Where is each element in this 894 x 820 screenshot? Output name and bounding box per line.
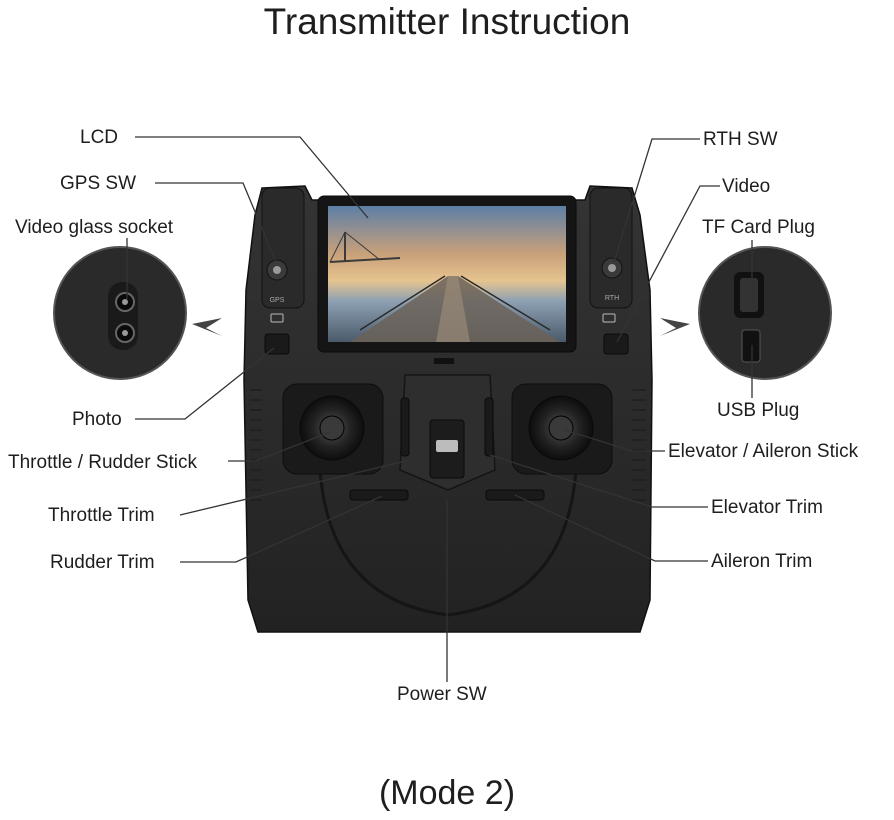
label-lcd: LCD [80, 127, 119, 148]
label-power-sw: Power SW [397, 684, 487, 705]
lcd-screen [317, 195, 577, 364]
label-tf-card-plug: TF Card Plug [702, 217, 815, 238]
page-title: Transmitter Instruction [263, 1, 631, 42]
arrow-left-icon [660, 318, 690, 336]
label-video: Video [722, 176, 771, 197]
label-throttle-trim: Throttle Trim [48, 505, 155, 526]
left-stick [282, 383, 384, 475]
tf-usb-inset [698, 246, 832, 380]
label-elevator-trim: Elevator Trim [711, 497, 823, 518]
rudder-trim [349, 489, 409, 501]
gps-switch [266, 259, 288, 281]
video-button [603, 333, 629, 355]
label-video-glass-socket: Video glass socket [15, 217, 174, 238]
label-photo: Photo [72, 409, 122, 430]
label-gps-sw: GPS SW [60, 173, 137, 194]
label-rudder-trim: Rudder Trim [50, 552, 155, 573]
gps-device-mark: GPS [270, 297, 285, 304]
elevator-trim [484, 397, 494, 457]
right-stick [511, 383, 613, 475]
leader-lines [126, 136, 753, 682]
photo-button [264, 333, 290, 355]
video-camera-icon [602, 313, 616, 323]
label-aileron-trim: Aileron Trim [711, 551, 813, 572]
label-rth-sw: RTH SW [703, 129, 778, 150]
video-glass-socket-inset [53, 246, 187, 380]
label-throttle-rudder-stick: Throttle / Rudder Stick [8, 452, 198, 473]
arrow-right-icon [192, 318, 222, 336]
throttle-trim [400, 397, 410, 457]
rth-switch [601, 257, 623, 279]
rth-device-mark: RTH [605, 295, 619, 302]
label-usb-plug: USB Plug [717, 400, 800, 421]
power-switch [429, 419, 465, 479]
label-elevator-aileron-stick: Elevator / Aileron Stick [668, 441, 859, 462]
mode-caption: (Mode 2) [378, 774, 516, 812]
camera-icon [270, 313, 284, 323]
